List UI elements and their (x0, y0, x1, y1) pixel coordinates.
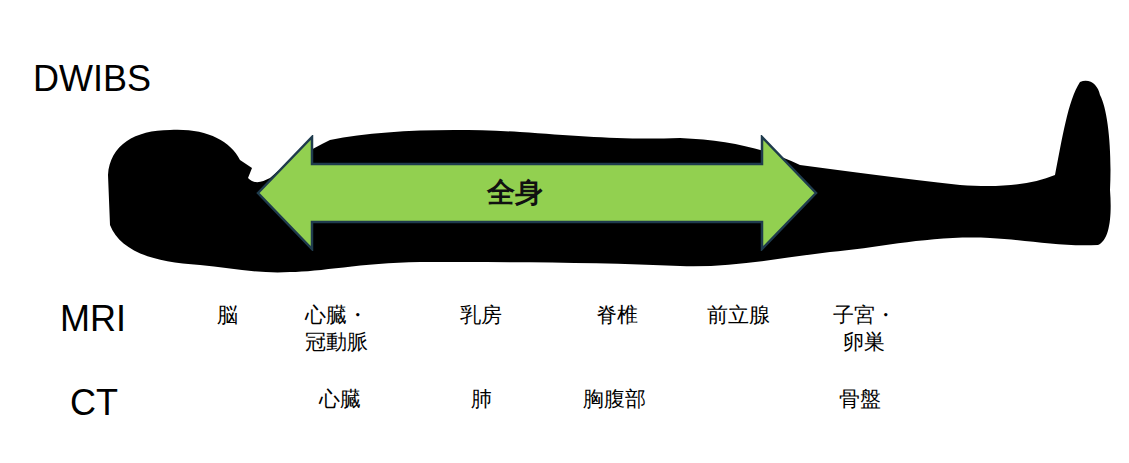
organ-label: 脳 (217, 302, 238, 329)
modality-title: DWIBS (33, 56, 151, 103)
arrow-label: 全身 (487, 174, 543, 212)
double-arrow: 全身 (256, 135, 818, 251)
organ-label: 前立腺 (707, 302, 770, 329)
organ-label: 脊椎 (596, 302, 638, 329)
organ-label: 子宮・ 卵巣 (826, 302, 902, 357)
organ-label: 骨盤 (839, 386, 881, 413)
organ-label: 心臓・ 冠動脈 (305, 302, 381, 357)
body-silhouette (108, 81, 1111, 273)
organ-label: 心臓 (319, 386, 361, 413)
organ-label: 肺 (471, 386, 492, 413)
modality-name: CT (70, 380, 118, 427)
organ-label: 乳房 (460, 302, 502, 329)
arrow-outline (258, 137, 816, 249)
organ-label: 胸腹部 (583, 386, 646, 413)
modality-name: MRI (60, 296, 126, 343)
